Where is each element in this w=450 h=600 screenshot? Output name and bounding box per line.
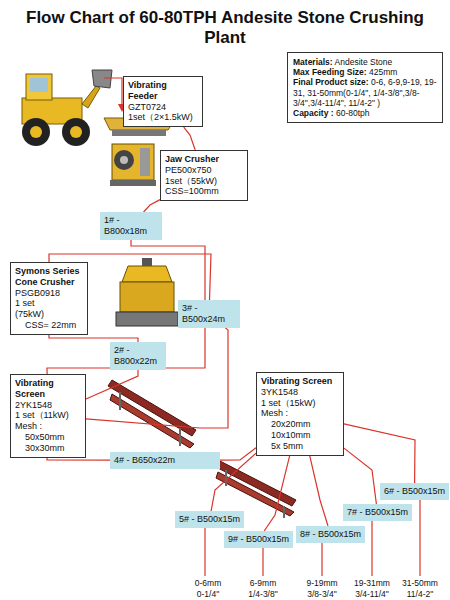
product-size-inch: 0-1/4" [183,589,233,599]
flow-line [144,200,160,212]
equipment-spec: Mesh : [15,421,81,432]
product-size-inch: 11/4-2" [395,589,445,599]
vibrating-screen [214,460,296,518]
equipment-spec: 1 set [15,298,83,309]
belt-code: 9# - B500x15m [228,534,289,545]
product-size: 31-50mm [395,578,445,588]
equipment-spec: CSS= 22mm [15,320,83,331]
product-size-inch: 3/4-11/4" [347,589,397,599]
flow-line [86,328,228,428]
flow-line [310,456,328,526]
belt-code: 3# - B500x24m [182,303,236,325]
wheel-loader [22,70,112,146]
belt-code: 6# - B500x15m [384,486,445,497]
conveyor-belt-label: 8# - B500x15m [296,526,365,543]
equipment-spec: 1set（55kW) [165,176,243,187]
product-size: 9-19mm [297,578,347,588]
conveyor-belt-label: 4# - B650x22m [110,452,220,469]
equipment-spec: 2YK1548 [15,400,81,411]
equipment-spec: PE500x750 [165,165,243,176]
spec-box: Materials: Andesite StoneMax Feeding Siz… [287,52,443,123]
equipment-name: Vibrating Screen [261,376,339,387]
conveyor-belt-label: 1# - B800x18m [100,212,162,240]
spec-value: Andesite Stone [335,57,393,67]
conveyor-belt-label: 9# - B500x15m [224,531,293,548]
conveyor-belt-label: 2# - B800x22m [110,342,166,370]
cone-crusher [116,258,178,326]
equipment-spec: GZT0724 [128,102,198,113]
equipment-name: Symons Series Cone Crusher [15,266,83,288]
equipment-spec: 5x 5mm [261,441,339,452]
spec-key: Materials: [293,57,333,67]
conveyor-belt-label: 7# - B500x15m [343,504,412,521]
equipment-spec: 1 set（11kW) [15,410,81,421]
equipment-spec: (75kW) [15,309,83,320]
equipment-box: Symons Series Cone CrusherPSGB09181 set(… [10,262,88,335]
product-size-inch: 3/8-3/4" [297,589,347,599]
spec-key: Capacity : [293,108,334,118]
equipment-spec: 10x10mm [261,430,339,441]
belt-code: 5# - B500x15m [179,514,240,525]
vibrating-screen [108,380,196,448]
product-size: 19-31mm [347,578,397,588]
conveyor-belt-label: 3# - B500x24m [178,300,240,328]
spec-key: Max Feeding Size: [293,67,367,77]
equipment-name: Vibrating Screen [15,378,81,400]
product-size: 0-6mm [183,578,233,588]
equipment-name: Vibrating Feeder [128,80,198,102]
spec-key: Final Product size: [293,77,369,87]
equipment-box: Jaw CrusherPE500x7501set（55kW)CSS=100mm [160,150,248,201]
belt-code: 1# - B800x18m [104,215,158,237]
equipment-name: Jaw Crusher [165,154,243,165]
spec-value: 60-80tph [336,108,370,118]
equipment-box: Vibrating Screen2YK15481 set（11kW)Mesh :… [10,374,86,458]
product-size-inch: 1/4-3/8" [238,589,288,599]
belt-code: 7# - B500x15m [347,507,408,518]
product-size: 6-9mm [238,578,288,588]
flow-line [47,458,110,461]
chart-title: Flow Chart of 60-80TPH Andesite Stone Cr… [15,8,435,48]
equipment-spec: 1 set（15kW) [261,398,339,409]
equipment-spec: 20x20mm [261,419,339,430]
flow-line [344,448,376,504]
flow-line [184,127,196,150]
conveyor-belt-label: 6# - B500x15m [380,483,449,500]
equipment-spec: Mesh : [261,408,339,419]
equipment-spec: 1set（2×1.5kW) [128,112,198,123]
belt-code: 8# - B500x15m [300,529,361,540]
flow-line [344,424,415,483]
equipment-spec: 30x30mm [15,443,81,454]
spec-value: 425mm [369,67,397,77]
equipment-box: Vibrating Screen3YK15481 set（15kW)Mesh :… [256,372,344,456]
belt-code: 2# - B800x22m [114,345,162,367]
equipment-spec: CSS=100mm [165,186,243,197]
jaw-crusher [110,144,156,186]
equipment-spec: 3YK1548 [261,387,339,398]
flow-line [49,335,138,342]
equipment-spec: 50x50mm [15,432,81,443]
flow-line [86,370,138,399]
conveyor-belt-label: 5# - B500x15m [175,511,244,528]
equipment-box: Vibrating FeederGZT07241set（2×1.5kW) [123,76,203,127]
flow-line [264,456,290,531]
belt-code: 4# - B650x22m [114,455,216,466]
equipment-spec: PSGB0918 [15,288,83,299]
